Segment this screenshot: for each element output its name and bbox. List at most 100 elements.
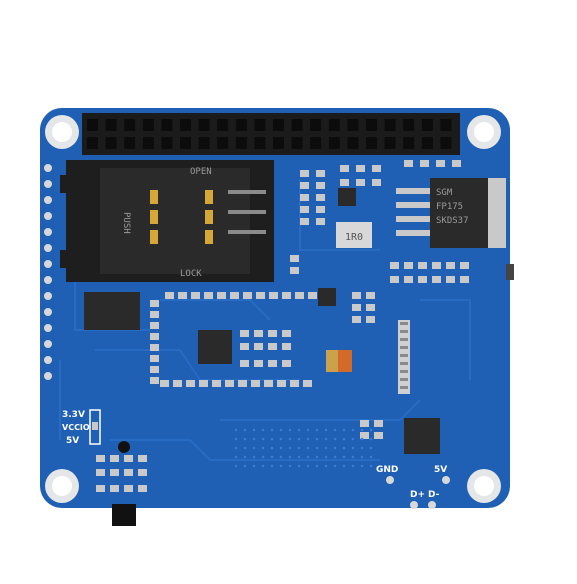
- via: [315, 464, 319, 468]
- via: [279, 455, 283, 459]
- inductor-marking: 1R0: [345, 232, 363, 243]
- smd-component: [372, 165, 381, 172]
- header-pin: [87, 119, 98, 131]
- via: [252, 437, 256, 441]
- smd-component: [366, 304, 375, 311]
- smd-component: [390, 276, 399, 283]
- smd-component: [268, 330, 277, 337]
- smd-component: [282, 292, 291, 299]
- smd-component: [96, 485, 105, 492]
- smd-component: [360, 420, 369, 427]
- sim-push-label: PUSH: [121, 212, 131, 234]
- header-pin: [180, 119, 191, 131]
- smd-component: [366, 292, 375, 299]
- smd-component: [277, 380, 286, 387]
- edge-pad: [44, 196, 52, 204]
- header-pin: [347, 119, 359, 131]
- smd-component: [150, 377, 159, 384]
- via: [297, 455, 301, 459]
- smd-component: [300, 194, 309, 201]
- via: [369, 464, 373, 468]
- smd-component: [300, 206, 309, 213]
- smd-component: [432, 276, 441, 283]
- header-pin: [124, 119, 136, 131]
- header-pin: [366, 137, 377, 149]
- smd-component: [254, 343, 263, 350]
- header-pin: [198, 137, 210, 149]
- header-pin: [217, 119, 229, 131]
- via: [315, 437, 319, 441]
- smd-component: [124, 455, 133, 462]
- via: [315, 455, 319, 459]
- usb-gnd-label: GND: [376, 465, 398, 475]
- edge-pad: [44, 228, 52, 236]
- via: [333, 446, 337, 450]
- usb-dplus-label: D+: [410, 490, 425, 500]
- via: [306, 464, 310, 468]
- via: [360, 464, 364, 468]
- edge-pads-left: [44, 164, 52, 380]
- via-grid: [234, 428, 373, 468]
- smd-component: [240, 330, 249, 337]
- fpc-pin: [400, 354, 408, 357]
- via: [333, 428, 337, 432]
- smd-passives: [96, 160, 469, 492]
- smd-component: [340, 165, 349, 172]
- header-pin: [328, 137, 340, 149]
- edge-pad: [44, 260, 52, 268]
- edge-pad: [44, 356, 52, 364]
- smd-component: [199, 380, 208, 387]
- smd-component: [316, 218, 325, 225]
- smd-component: [150, 355, 159, 362]
- smd-component: [124, 469, 133, 476]
- header-pin: [384, 137, 396, 149]
- via: [369, 446, 373, 450]
- via: [324, 464, 328, 468]
- smd-component: [300, 170, 309, 177]
- smd-component: [452, 160, 461, 167]
- smd-component: [204, 292, 213, 299]
- via: [279, 437, 283, 441]
- via: [288, 464, 292, 468]
- smd-component: [352, 304, 361, 311]
- header-pin: [421, 119, 433, 131]
- smd-component: [150, 366, 159, 373]
- via: [234, 455, 238, 459]
- via: [234, 464, 238, 468]
- smd-component: [352, 292, 361, 299]
- via: [288, 455, 292, 459]
- voltage-vccio-label: VCCIO: [62, 423, 90, 432]
- voltage-33-label: 3.3V: [62, 410, 85, 420]
- fpc-pin: [400, 386, 408, 389]
- smd-component: [446, 276, 455, 283]
- via: [270, 428, 274, 432]
- via: [324, 446, 328, 450]
- via: [369, 437, 373, 441]
- via: [270, 437, 274, 441]
- side-switch: [506, 264, 514, 280]
- smd-component: [300, 182, 309, 189]
- via: [315, 446, 319, 450]
- fpc-connector: [398, 320, 410, 394]
- header-pin: [328, 119, 340, 131]
- header-pin: [310, 119, 322, 131]
- smd-component: [418, 276, 427, 283]
- via: [261, 437, 265, 441]
- via: [261, 464, 265, 468]
- smd-component: [124, 485, 133, 492]
- smd-component: [254, 360, 263, 367]
- header-pin: [273, 119, 284, 131]
- smd-component: [150, 300, 159, 307]
- via: [315, 428, 319, 432]
- smd-component: [110, 469, 119, 476]
- regulator-marking-2: FP175: [436, 202, 463, 212]
- smd-component: [238, 380, 247, 387]
- smd-component: [256, 292, 265, 299]
- via: [297, 428, 301, 432]
- header-pin: [440, 137, 452, 149]
- smd-component: [460, 262, 469, 269]
- smd-component: [360, 432, 369, 439]
- via: [360, 428, 364, 432]
- header-pin: [105, 137, 117, 149]
